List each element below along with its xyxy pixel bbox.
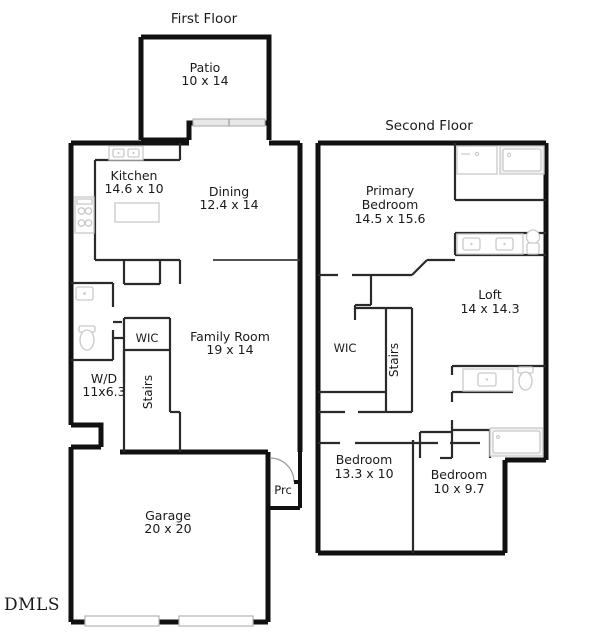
dining-dimensions: 12.4 x 14 bbox=[199, 197, 258, 212]
patio-dimensions: 10 x 14 bbox=[181, 73, 228, 88]
primary-bath-lower bbox=[453, 229, 546, 257]
stairs-second-floor-walls bbox=[384, 306, 414, 414]
second-floor-exterior-walls bbox=[315, 140, 549, 556]
kitchen-island bbox=[114, 202, 160, 223]
bedroom-3-dimensions: 10 x 9.7 bbox=[433, 481, 484, 496]
kitchen-sink bbox=[108, 145, 144, 161]
dining-label: Dining bbox=[209, 184, 249, 199]
hall-closet-walls bbox=[418, 430, 452, 458]
patio-label: Patio bbox=[190, 60, 221, 75]
second-floor-title: Second Floor bbox=[385, 118, 473, 134]
loft-label: Loft bbox=[478, 287, 502, 302]
primary-bedroom-label-line1: Primary bbox=[366, 183, 415, 198]
wic-second-floor-walls bbox=[318, 306, 386, 414]
bedroom-2-label: Bedroom bbox=[336, 452, 393, 467]
wd-dimensions: 11x6.3 bbox=[82, 384, 125, 399]
kitchen-dimensions: 14.6 x 10 bbox=[104, 181, 163, 196]
primary-bedroom-label-line2: Bedroom bbox=[362, 197, 419, 212]
second-floor-group: Second Floor bbox=[315, 118, 549, 556]
bedroom-3-label: Bedroom bbox=[431, 467, 488, 482]
wic-first-label: WIC bbox=[136, 331, 159, 345]
hall-bath-tub bbox=[440, 420, 544, 460]
stairs-first-floor-walls bbox=[122, 350, 182, 452]
primary-toilet bbox=[525, 229, 541, 255]
primary-bedroom-lower-walls bbox=[318, 258, 455, 320]
wic-second-label: WIC bbox=[334, 341, 357, 355]
porch-label: Prc bbox=[274, 483, 292, 497]
patio-slider-door bbox=[192, 118, 266, 127]
first-floor-title: First Floor bbox=[171, 11, 238, 27]
garage-doors bbox=[84, 615, 254, 627]
bedroom-divider-walls bbox=[318, 440, 480, 553]
family-room-label: Family Room bbox=[190, 329, 270, 344]
primary-bedroom-dimensions: 14.5 x 15.6 bbox=[354, 211, 425, 226]
kitchen-label: Kitchen bbox=[111, 168, 158, 183]
porch-entry-door bbox=[266, 452, 300, 484]
family-room-dimensions: 19 x 14 bbox=[206, 342, 253, 357]
powder-room-sink bbox=[75, 286, 94, 301]
stairs-second-label: Stairs bbox=[387, 343, 401, 377]
wd-label: W/D bbox=[91, 371, 117, 386]
powder-room-toilet bbox=[78, 325, 96, 351]
kitchen-range bbox=[74, 196, 95, 234]
garage-label: Garage bbox=[145, 508, 191, 523]
first-floor-group: First Floor bbox=[68, 11, 303, 627]
stairs-first-label: Stairs bbox=[141, 375, 155, 409]
pantry-closets bbox=[122, 260, 182, 286]
hall-toilet bbox=[517, 366, 534, 391]
bedroom-2-dimensions: 13.3 x 10 bbox=[334, 466, 393, 481]
powder-room-walls bbox=[71, 281, 122, 362]
watermark-dmls: DMLS bbox=[4, 595, 60, 615]
garage-door-left bbox=[84, 615, 160, 627]
primary-bath-upper bbox=[453, 143, 546, 202]
garage-dimensions: 20 x 20 bbox=[144, 521, 191, 536]
garage-door-right bbox=[178, 615, 254, 627]
hall-bath-upper bbox=[450, 364, 546, 402]
primary-shower bbox=[456, 145, 498, 175]
loft-dimensions: 14 x 14.3 bbox=[460, 301, 519, 316]
